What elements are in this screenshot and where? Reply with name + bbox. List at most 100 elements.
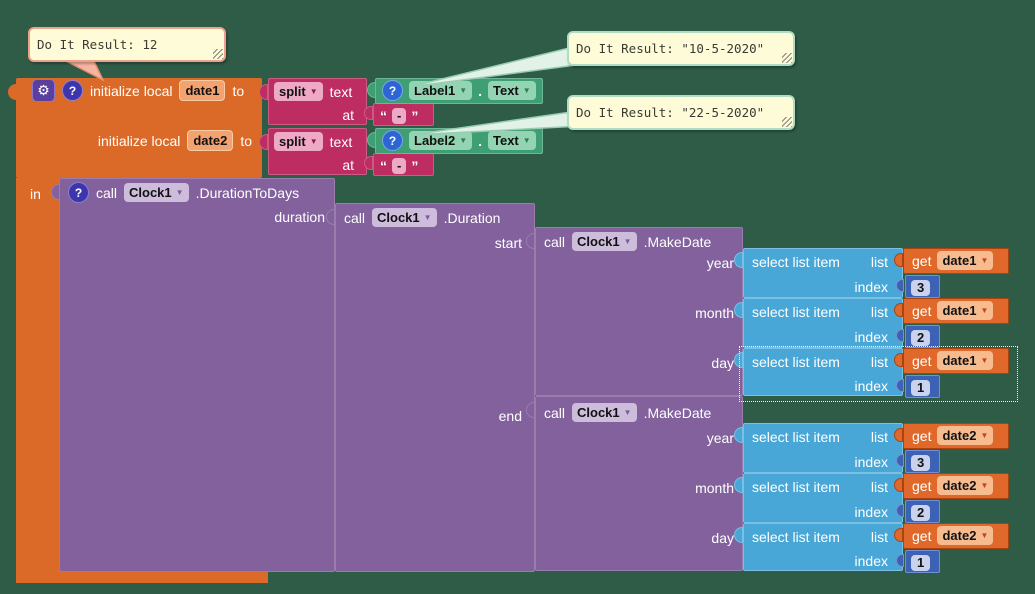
var-dropdown[interactable]: date1▼ bbox=[937, 251, 994, 270]
label2-text-getter-block[interactable]: ? Label2▼ . Text▼ bbox=[375, 128, 543, 154]
get-date1-block[interactable]: get date1▼ bbox=[903, 248, 1009, 274]
plug bbox=[364, 156, 373, 170]
plug bbox=[896, 279, 904, 292]
call-duration-to-days-block[interactable]: ? call Clock1▼ .DurationToDays duration bbox=[59, 178, 335, 572]
component-dropdown[interactable]: Clock1▼ bbox=[572, 403, 637, 422]
call-keyword: call bbox=[544, 404, 566, 421]
initialize-keyword: initialize local bbox=[90, 82, 173, 99]
get-date1-block[interactable]: get date1▼ bbox=[903, 298, 1009, 324]
component-dropdown[interactable]: Clock1▼ bbox=[572, 232, 637, 251]
initialize-local-spine[interactable]: in bbox=[16, 178, 60, 572]
number-block-1[interactable]: 1 bbox=[905, 375, 940, 398]
var-name-field-date1[interactable]: date1 bbox=[179, 80, 226, 101]
call-keyword: call bbox=[96, 184, 118, 201]
call-duration-block[interactable]: call Clock1▼ .Duration start end bbox=[335, 203, 535, 572]
initialize-local-block[interactable]: ⚙ ? initialize local date1 to initialize… bbox=[16, 78, 262, 178]
var-dropdown[interactable]: date1▼ bbox=[937, 351, 994, 370]
select-label: select list item bbox=[752, 353, 840, 370]
resize-grip-icon[interactable] bbox=[782, 53, 792, 63]
do-it-result-bubble-label2[interactable]: Do It Result: "22-5-2020" bbox=[567, 95, 795, 130]
number-block-3[interactable]: 3 bbox=[905, 275, 940, 298]
split-block-1[interactable]: split▼ text at bbox=[268, 78, 367, 125]
in-label: in bbox=[30, 185, 41, 202]
number-field[interactable]: 3 bbox=[911, 279, 931, 296]
call-make-date-end-block[interactable]: call Clock1▼ .MakeDate year month day bbox=[535, 396, 743, 571]
dropdown-icon: ▼ bbox=[980, 305, 989, 315]
plug bbox=[734, 477, 743, 493]
select-label: select list item bbox=[752, 253, 840, 270]
property-dropdown[interactable]: Text▼ bbox=[488, 131, 536, 150]
split-op-dropdown[interactable]: split▼ bbox=[274, 82, 323, 101]
string-field[interactable]: - bbox=[392, 107, 407, 124]
property-dropdown[interactable]: Text▼ bbox=[488, 81, 536, 100]
var-name-field-date2[interactable]: date2 bbox=[187, 130, 234, 151]
plug bbox=[326, 209, 335, 225]
dot-separator: . bbox=[478, 82, 482, 99]
method-name: .MakeDate bbox=[643, 404, 712, 421]
resize-grip-icon[interactable] bbox=[782, 117, 792, 127]
plug bbox=[259, 134, 268, 150]
get-keyword: get bbox=[912, 527, 932, 544]
get-keyword: get bbox=[912, 477, 932, 494]
year-param-label: year bbox=[706, 429, 734, 446]
call-make-date-start-block[interactable]: call Clock1▼ .MakeDate year month day bbox=[535, 227, 743, 396]
help-icon[interactable]: ? bbox=[382, 80, 403, 101]
year-param-label: year bbox=[706, 254, 734, 271]
number-block-2[interactable]: 2 bbox=[905, 325, 940, 348]
help-icon[interactable]: ? bbox=[68, 182, 89, 203]
end-param-label: end bbox=[498, 407, 522, 424]
number-field[interactable]: 2 bbox=[911, 504, 931, 521]
number-block-2[interactable]: 2 bbox=[905, 500, 940, 523]
to-label: to bbox=[240, 132, 252, 149]
get-date1-block[interactable]: get date1▼ bbox=[903, 348, 1009, 374]
plug bbox=[734, 252, 743, 268]
text-string-block-1[interactable]: “ - ” bbox=[373, 103, 434, 126]
text-string-block-2[interactable]: “ - ” bbox=[373, 153, 434, 176]
number-block-1[interactable]: 1 bbox=[905, 550, 940, 573]
help-icon[interactable]: ? bbox=[62, 80, 83, 101]
number-field[interactable]: 1 bbox=[911, 379, 931, 396]
component-dropdown[interactable]: Clock1▼ bbox=[372, 208, 437, 227]
help-icon[interactable]: ? bbox=[382, 130, 403, 151]
index-param-label: index bbox=[854, 453, 888, 470]
list-param-label: list bbox=[870, 253, 888, 270]
number-block-3[interactable]: 3 bbox=[905, 450, 940, 473]
number-field[interactable]: 1 bbox=[911, 554, 931, 571]
do-it-result-bubble-root[interactable]: Do It Result: 12 bbox=[28, 27, 226, 62]
resize-grip-icon[interactable] bbox=[213, 49, 223, 59]
var-dropdown[interactable]: date2▼ bbox=[937, 426, 994, 445]
split-op-dropdown[interactable]: split▼ bbox=[274, 132, 323, 151]
component-dropdown[interactable]: Label1▼ bbox=[409, 81, 473, 100]
component-dropdown[interactable]: Clock1▼ bbox=[124, 183, 189, 202]
mutator-gear-icon[interactable]: ⚙ bbox=[32, 79, 55, 102]
get-date2-block[interactable]: get date2▼ bbox=[903, 473, 1009, 499]
var-dropdown[interactable]: date2▼ bbox=[937, 476, 994, 495]
plug bbox=[896, 554, 904, 567]
split-block-2[interactable]: split▼ text at bbox=[268, 128, 367, 175]
plug bbox=[894, 428, 903, 442]
label1-text-getter-block[interactable]: ? Label1▼ . Text▼ bbox=[375, 78, 543, 104]
component-dropdown[interactable]: Label2▼ bbox=[409, 131, 473, 150]
index-param-label: index bbox=[854, 328, 888, 345]
get-keyword: get bbox=[912, 252, 932, 269]
text-param-label: text bbox=[329, 133, 353, 150]
do-it-result-bubble-label1[interactable]: Do It Result: "10-5-2020" bbox=[567, 31, 795, 66]
var-dropdown[interactable]: date1▼ bbox=[937, 301, 994, 320]
number-field[interactable]: 2 bbox=[911, 329, 931, 346]
number-field[interactable]: 3 bbox=[911, 454, 931, 471]
string-field[interactable]: - bbox=[392, 157, 407, 174]
initialize-local-bottom[interactable] bbox=[16, 572, 268, 583]
dot-separator: . bbox=[478, 132, 482, 149]
get-date2-block[interactable]: get date2▼ bbox=[903, 523, 1009, 549]
dropdown-icon: ▼ bbox=[980, 480, 989, 490]
list-param-label: list bbox=[870, 428, 888, 445]
get-date2-block[interactable]: get date2▼ bbox=[903, 423, 1009, 449]
var-dropdown[interactable]: date2▼ bbox=[937, 526, 994, 545]
